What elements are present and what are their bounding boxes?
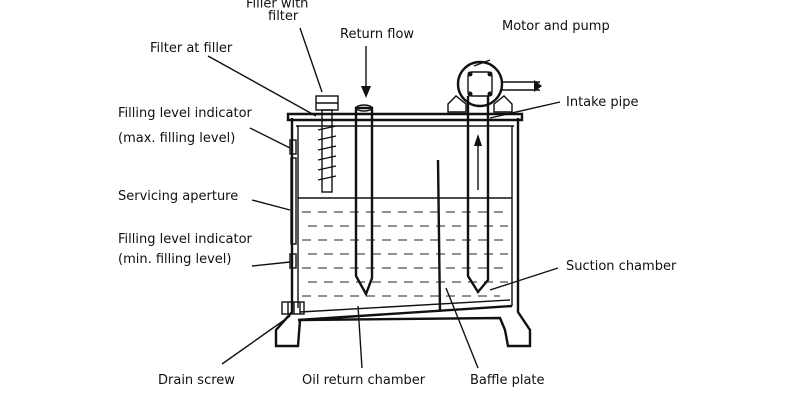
label-drain-screw: Drain screw bbox=[158, 373, 235, 388]
label-filling-level-min-1: Filling level indicator bbox=[118, 232, 253, 247]
label-filler-with-filter-1: Filler with bbox=[246, 0, 308, 12]
tank-body bbox=[274, 112, 532, 348]
left-wall-fittings bbox=[289, 139, 297, 269]
motor-and-pump bbox=[447, 60, 542, 113]
label-return-flow: Return flow bbox=[340, 27, 414, 42]
label-filler-with-filter-2: filter bbox=[268, 9, 299, 24]
filler-with-filter bbox=[315, 95, 339, 193]
label-baffle-plate: Baffle plate bbox=[470, 373, 545, 388]
labels: Filler with filter Return flow Motor and… bbox=[118, 0, 677, 388]
return-flow-arrow bbox=[361, 46, 371, 98]
return-pipe bbox=[354, 104, 374, 297]
label-filter-at-filler: Filter at filler bbox=[150, 41, 233, 56]
baffle-plate bbox=[436, 159, 442, 313]
label-oil-return-chamber: Oil return chamber bbox=[302, 373, 426, 388]
label-suction-chamber: Suction chamber bbox=[566, 259, 677, 274]
label-filling-level-min-2: (min. filling level) bbox=[118, 252, 231, 267]
label-filling-level-max-2: (max. filling level) bbox=[118, 131, 235, 146]
intake-pipe bbox=[466, 96, 490, 295]
leader-lines bbox=[207, 27, 561, 369]
label-intake-pipe: Intake pipe bbox=[566, 95, 638, 110]
oil-level bbox=[298, 197, 512, 297]
label-motor-and-pump: Motor and pump bbox=[502, 19, 610, 34]
drain-screw bbox=[281, 301, 305, 315]
label-servicing-aperture: Servicing aperture bbox=[118, 189, 238, 204]
label-filling-level-max-1: Filling level indicator bbox=[118, 106, 253, 121]
